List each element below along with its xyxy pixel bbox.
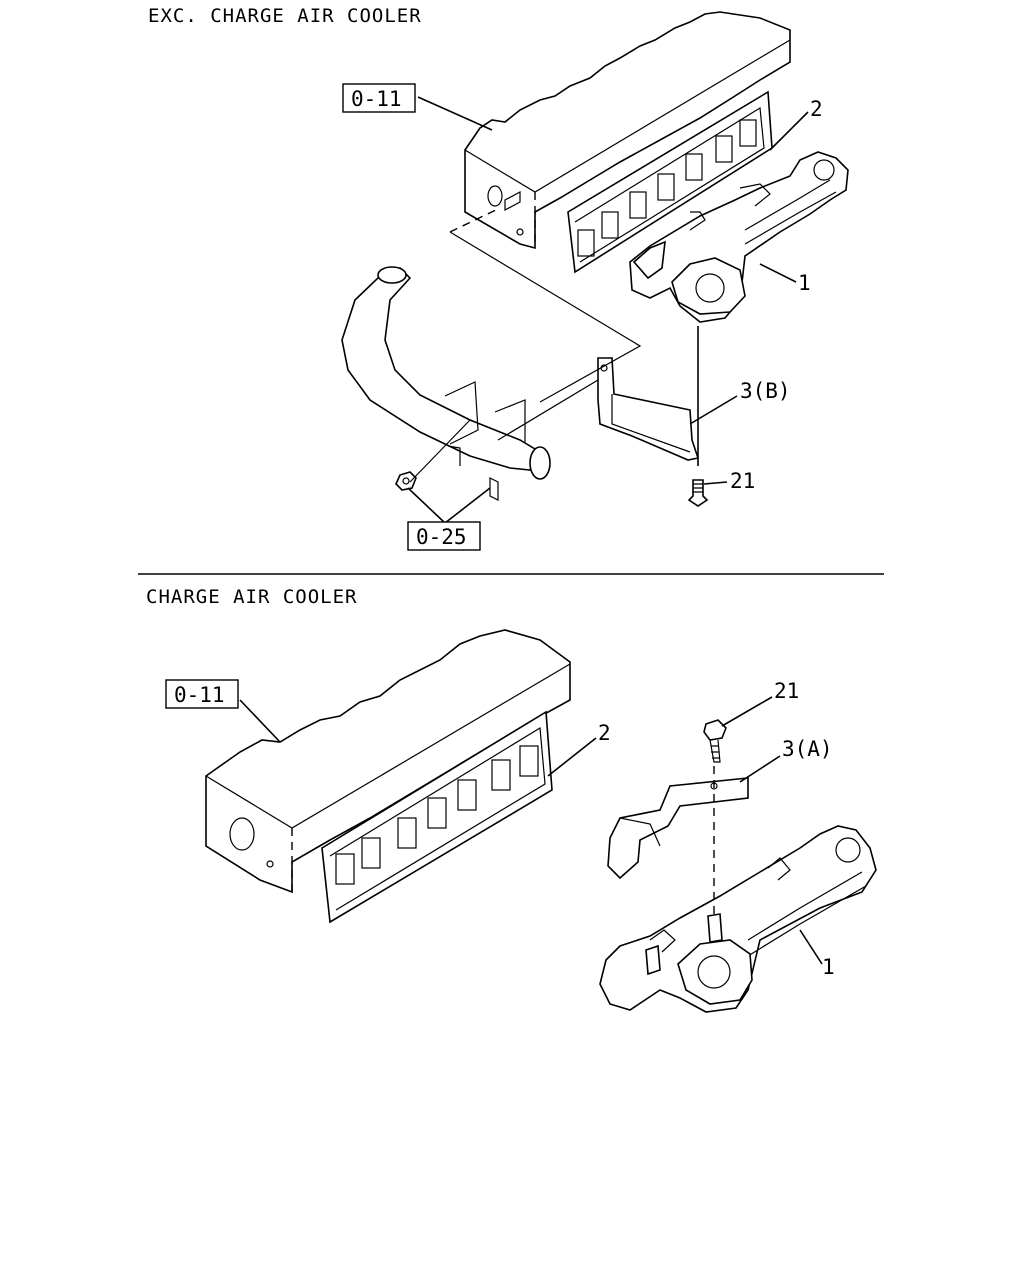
callout-1: 1 <box>798 271 811 295</box>
cylinder-head <box>205 629 571 894</box>
exhaust-manifold <box>599 825 877 1013</box>
nut <box>395 471 417 491</box>
callout-1: 1 <box>822 955 835 979</box>
ref-box-0-25[interactable] <box>407 521 481 551</box>
section-charge-air-cooler: CHARGE AIR COOLER <box>146 586 877 1013</box>
callout-21: 21 <box>774 679 799 703</box>
callout-3a: 3(A) <box>782 737 833 761</box>
exhaust-manifold <box>629 151 849 323</box>
ref-label-0-11[interactable]: 0-11 <box>351 87 402 111</box>
bolt <box>687 479 709 507</box>
section-title: EXC. CHARGE AIR COOLER <box>148 5 422 27</box>
cylinder-head <box>464 11 791 250</box>
callout-3b: 3(B) <box>740 379 791 403</box>
section-title: CHARGE AIR COOLER <box>146 586 357 608</box>
callout-2: 2 <box>810 97 823 121</box>
heat-shield-b <box>597 357 700 461</box>
ref-label-0-11[interactable]: 0-11 <box>174 683 225 707</box>
bolt <box>703 719 727 763</box>
callout-2: 2 <box>598 721 611 745</box>
ref-box-0-11[interactable] <box>342 83 416 113</box>
gasket <box>567 90 773 274</box>
section-exc-charge-air-cooler: EXC. CHARGE AIR COOLER <box>148 5 849 551</box>
gasket <box>321 710 553 924</box>
ref-label-0-25[interactable]: 0-25 <box>416 525 467 549</box>
air-pipe <box>341 266 551 501</box>
heat-shield-a <box>607 777 749 880</box>
ref-box-0-11[interactable] <box>165 679 239 709</box>
callout-21: 21 <box>730 469 755 493</box>
